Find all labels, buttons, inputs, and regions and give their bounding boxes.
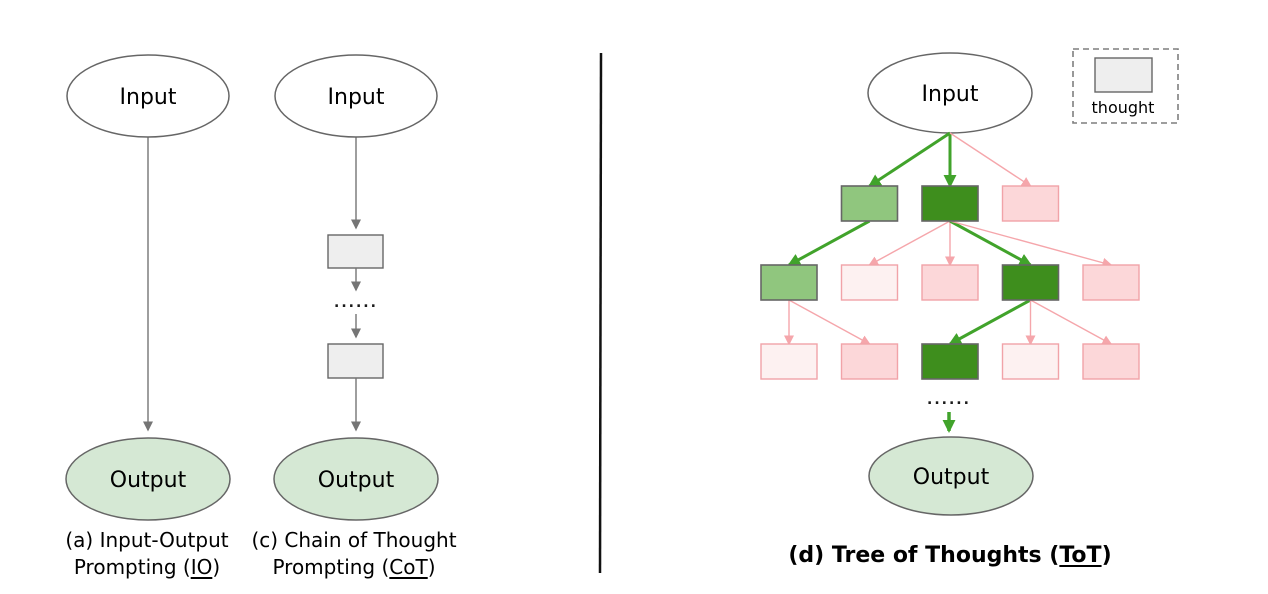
tot-ellipsis-dots: ......: [927, 392, 971, 408]
caption-cot-line2-prefix: Prompting (: [272, 555, 390, 579]
tot-output-ellipse: [868, 436, 1034, 516]
tot-thought-box-r3-c1-faded: [760, 343, 818, 380]
tot-edge-0-green: [867, 131, 951, 188]
io-output-ellipse: [65, 437, 231, 521]
caption-tot-suffix: ): [1101, 543, 1112, 568]
io-output-label: Output: [110, 468, 187, 493]
tot-thought-box-r2-c3-rejected: [921, 264, 979, 301]
tot-edge-6-green: [949, 219, 1033, 267]
caption-cot-abbrev: CoT: [389, 555, 428, 579]
tot-edge-12-pink: [1030, 299, 1113, 345]
caption-io-line1: (a) Input-Output: [65, 528, 229, 552]
caption-tot-prefix: (d) Tree of Thoughts (: [788, 543, 1060, 568]
tot-output-label: Output: [913, 465, 990, 490]
legend-dashed-box: [1072, 48, 1179, 124]
tot-thought-box-r1-c3-rejected: [1001, 185, 1060, 222]
tot-thought-box-r1-c2-chosen: [921, 185, 979, 222]
tot-thought-box-r2-c2-faded: [840, 264, 899, 301]
caption-tot-abbrev: ToT: [1059, 543, 1102, 568]
tot-thought-box-r2-c4-chosen: [1001, 264, 1060, 301]
tot-thought-box-r2-c1-explored: [760, 264, 818, 301]
cot-output-ellipse: [273, 437, 439, 521]
tot-thought-box-r3-c3-chosen: [921, 343, 979, 380]
caption-cot: (c) Chain of Thought Prompting (CoT): [242, 527, 466, 581]
tot-thought-box-r3-c5-rejected: [1082, 343, 1140, 380]
caption-tot: (d) Tree of Thoughts (ToT): [780, 541, 1120, 571]
tot-thought-box-r1-c1-explored: [840, 185, 899, 222]
io-input-ellipse: [66, 54, 230, 138]
tot-edge-4-pink: [868, 220, 951, 266]
caption-io-line2-suffix: ): [212, 555, 221, 579]
cot-input-ellipse: [274, 54, 438, 138]
tot-input-label: Input: [922, 82, 979, 107]
cot-input-label: Input: [328, 85, 385, 110]
cot-output-label: Output: [318, 468, 395, 493]
caption-io: (a) Input-Output Prompting (IO): [37, 527, 257, 581]
legend-thought-label: thought: [1092, 98, 1155, 117]
caption-cot-line2-suffix: ): [427, 555, 436, 579]
tot-thought-box-r2-c5-rejected: [1082, 264, 1140, 301]
tot-thought-box-r3-c2-rejected: [840, 343, 899, 380]
tot-edge-10-green: [948, 298, 1032, 346]
caption-cot-line1: (c) Chain of Thought: [251, 528, 457, 552]
caption-io-abbrev: IO: [190, 555, 213, 579]
tot-tree: [760, 131, 1140, 380]
cot-ellipsis-dots: ......: [334, 295, 378, 311]
caption-io-line2-prefix: Prompting (: [73, 555, 191, 579]
cot-thought-box-2: [327, 343, 384, 379]
tot-thought-box-r3-c4-faded: [1001, 343, 1060, 380]
tot-edge-9-pink: [788, 299, 871, 345]
cot-thought-box-1: [327, 234, 384, 269]
panel-divider-line: [598, 52, 603, 574]
tot-edge-3-green: [787, 219, 871, 267]
legend-thought-box: [1094, 57, 1153, 93]
tot-edge-7-pink: [949, 220, 1113, 268]
io-input-label: Input: [120, 85, 177, 110]
tot-edge-2-pink: [949, 132, 1032, 187]
